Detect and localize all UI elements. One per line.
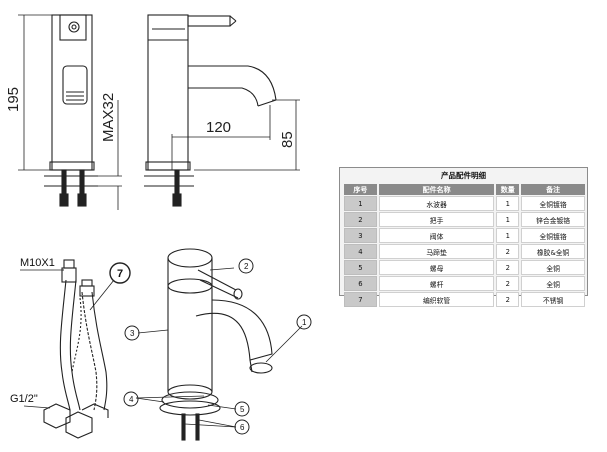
faucet-isometric-view (159, 248, 273, 441)
faucet-front-view (44, 14, 98, 207)
row-qty: 2 (496, 292, 520, 307)
table-row: 5 螺母 2 全铜 (344, 260, 585, 275)
faucet-side-view (144, 14, 277, 207)
row-note: 锌合金镀铬 (521, 212, 585, 227)
table-row: 2 把手 1 锌合金镀铬 (344, 212, 585, 227)
row-note: 橡胶&全铜 (521, 244, 585, 259)
row-no: 1 (344, 196, 377, 211)
row-no: 3 (344, 228, 377, 243)
braided-hoses (43, 259, 109, 439)
row-name: 螺母 (378, 260, 495, 275)
table-row: 3 阀体 1 全铜镀铬 (344, 228, 585, 243)
row-no: 7 (344, 292, 377, 307)
dimension-lines-side (171, 99, 300, 171)
header-note: 备注 (521, 184, 585, 195)
row-qty: 1 (496, 212, 520, 227)
thread-label-top: M10X1 (20, 257, 55, 269)
callout-4: 4 (129, 395, 134, 404)
row-note: 全铜 (521, 276, 585, 291)
row-note: 全铜 (521, 260, 585, 275)
row-name: 马蹄垫 (378, 244, 495, 259)
row-name: 螺杆 (378, 276, 495, 291)
callout-3: 3 (130, 329, 135, 338)
dim-overall-height: 195 (5, 87, 22, 112)
parts-table: 产品配件明细 序号 配件名称 数量 备注 1 水波器 1 全铜镀铬 2 把手 1… (339, 167, 588, 307)
row-qty: 1 (496, 228, 520, 243)
header-qty: 数量 (496, 184, 520, 195)
row-note: 不锈钢 (521, 292, 585, 307)
thread-label-bottom: G1/2" (10, 393, 38, 405)
row-qty: 2 (496, 244, 520, 259)
dim-max-deck: MAX32 (100, 93, 117, 142)
table-row: 4 马蹄垫 2 橡胶&全铜 (344, 244, 585, 259)
dim-spout-reach: 120 (206, 119, 231, 136)
header-no: 序号 (344, 184, 377, 195)
row-qty: 2 (496, 276, 520, 291)
table-row: 7 编织软管 2 不锈钢 (344, 292, 585, 307)
callout-1: 1 (302, 318, 307, 327)
row-note: 全铜镀铬 (521, 196, 585, 211)
row-no: 6 (344, 276, 377, 291)
row-name: 编织软管 (378, 292, 495, 307)
callout-circles (109, 258, 312, 435)
row-name: 阀体 (378, 228, 495, 243)
row-no: 4 (344, 244, 377, 259)
row-name: 水波器 (378, 196, 495, 211)
row-qty: 1 (496, 196, 520, 211)
parts-table-header: 序号 配件名称 数量 备注 (344, 184, 585, 195)
callout-6: 6 (240, 423, 245, 432)
callout-2: 2 (244, 262, 249, 271)
dim-spout-height: 85 (279, 131, 296, 148)
row-note: 全铜镀铬 (521, 228, 585, 243)
callout-leaders (20, 267, 303, 428)
row-no: 2 (344, 212, 377, 227)
callout-7: 7 (117, 268, 123, 280)
header-name: 配件名称 (378, 184, 495, 195)
parts-table-grid: 序号 配件名称 数量 备注 1 水波器 1 全铜镀铬 2 把手 1 锌合金镀铬 … (342, 183, 587, 308)
callout-5: 5 (240, 405, 245, 414)
row-name: 把手 (378, 212, 495, 227)
dimension-lines-front (18, 14, 122, 210)
row-no: 5 (344, 260, 377, 275)
table-row: 1 水波器 1 全铜镀铬 (344, 196, 585, 211)
parts-table-title: 产品配件明细 (441, 171, 486, 180)
table-row: 6 螺杆 2 全铜 (344, 276, 585, 291)
row-qty: 2 (496, 260, 520, 275)
